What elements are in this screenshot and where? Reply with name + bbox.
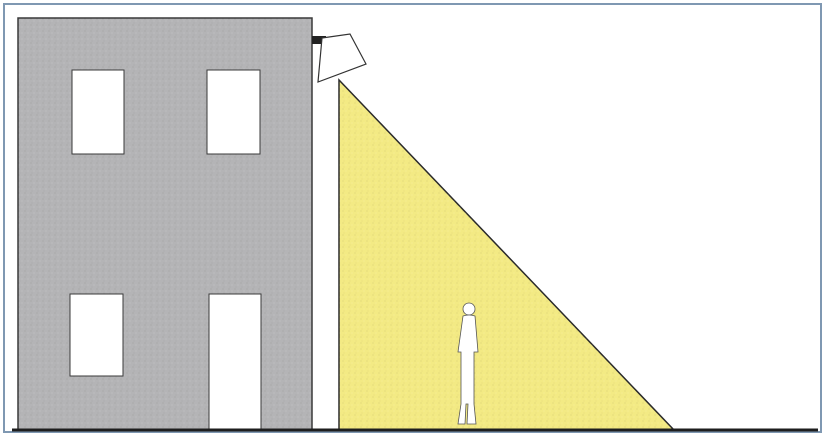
building-texture bbox=[18, 18, 312, 430]
building bbox=[17, 17, 313, 431]
fixture-bracket bbox=[312, 36, 326, 44]
window-upper-right bbox=[206, 69, 261, 155]
light-cone-texture bbox=[339, 80, 674, 430]
light-beam bbox=[338, 78, 676, 431]
person-silhouette-icon bbox=[457, 302, 479, 425]
window-upper-left bbox=[71, 69, 125, 155]
window-lower-left bbox=[69, 293, 124, 377]
floodlight-fixture bbox=[312, 33, 367, 83]
floodlight-icon bbox=[317, 33, 367, 83]
door bbox=[208, 293, 262, 431]
